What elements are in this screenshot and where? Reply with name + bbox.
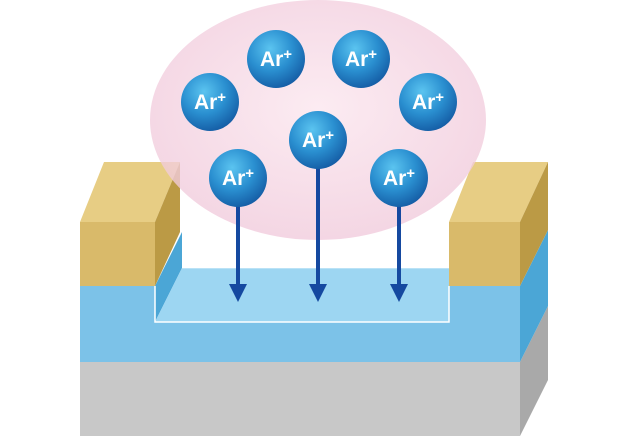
film-front bbox=[80, 286, 520, 362]
arrow-right bbox=[390, 200, 408, 302]
ion-1: Ar+ bbox=[247, 30, 305, 88]
argon-ions: Ar+ Ar+ Ar+ Ar+ Ar+ Ar+ bbox=[181, 30, 457, 207]
ion-4-sphere bbox=[399, 73, 457, 131]
substrate-front bbox=[80, 362, 520, 436]
ion-arrows bbox=[229, 162, 408, 302]
ion-4: Ar+ bbox=[399, 73, 457, 131]
mask-left-side bbox=[155, 162, 180, 286]
ion-5: Ar+ bbox=[289, 111, 347, 169]
ion-6: Ar+ bbox=[209, 149, 267, 207]
ion-7-sphere bbox=[370, 149, 428, 207]
mask-right-top bbox=[449, 162, 548, 222]
ion-2-sphere bbox=[332, 30, 390, 88]
arrow-left bbox=[229, 200, 247, 302]
ion-3: Ar+ bbox=[181, 73, 239, 131]
film-side bbox=[520, 230, 548, 362]
ion-3-sphere bbox=[181, 73, 239, 131]
ion-2: Ar+ bbox=[332, 30, 390, 88]
substrate-layer bbox=[80, 306, 548, 436]
ion-6-sphere bbox=[209, 149, 267, 207]
mask-left bbox=[80, 162, 180, 286]
ion-1-sphere bbox=[247, 30, 305, 88]
mask-right bbox=[449, 162, 548, 286]
ion-3-label: Ar+ bbox=[194, 89, 226, 114]
ion-4-label: Ar+ bbox=[412, 89, 444, 114]
mask-right-front bbox=[449, 222, 520, 286]
mask-left-front bbox=[80, 222, 155, 286]
ion-7-label: Ar+ bbox=[383, 165, 415, 190]
trench-left-wall bbox=[155, 232, 182, 322]
ion-7: Ar+ bbox=[370, 149, 428, 207]
arrow-center bbox=[309, 162, 327, 302]
mask-right-side bbox=[520, 162, 548, 286]
ion-5-sphere bbox=[289, 111, 347, 169]
mask-left-top bbox=[80, 162, 180, 222]
ion-6-label: Ar+ bbox=[222, 165, 254, 190]
arrow-center-head bbox=[309, 284, 327, 302]
substrate-side bbox=[520, 306, 548, 436]
arrow-left-head bbox=[229, 284, 247, 302]
trench-outline bbox=[154, 286, 450, 323]
ion-5-label: Ar+ bbox=[302, 127, 334, 152]
ion-2-label: Ar+ bbox=[345, 46, 377, 71]
ion-1-label: Ar+ bbox=[260, 46, 292, 71]
arrow-right-head bbox=[390, 284, 408, 302]
